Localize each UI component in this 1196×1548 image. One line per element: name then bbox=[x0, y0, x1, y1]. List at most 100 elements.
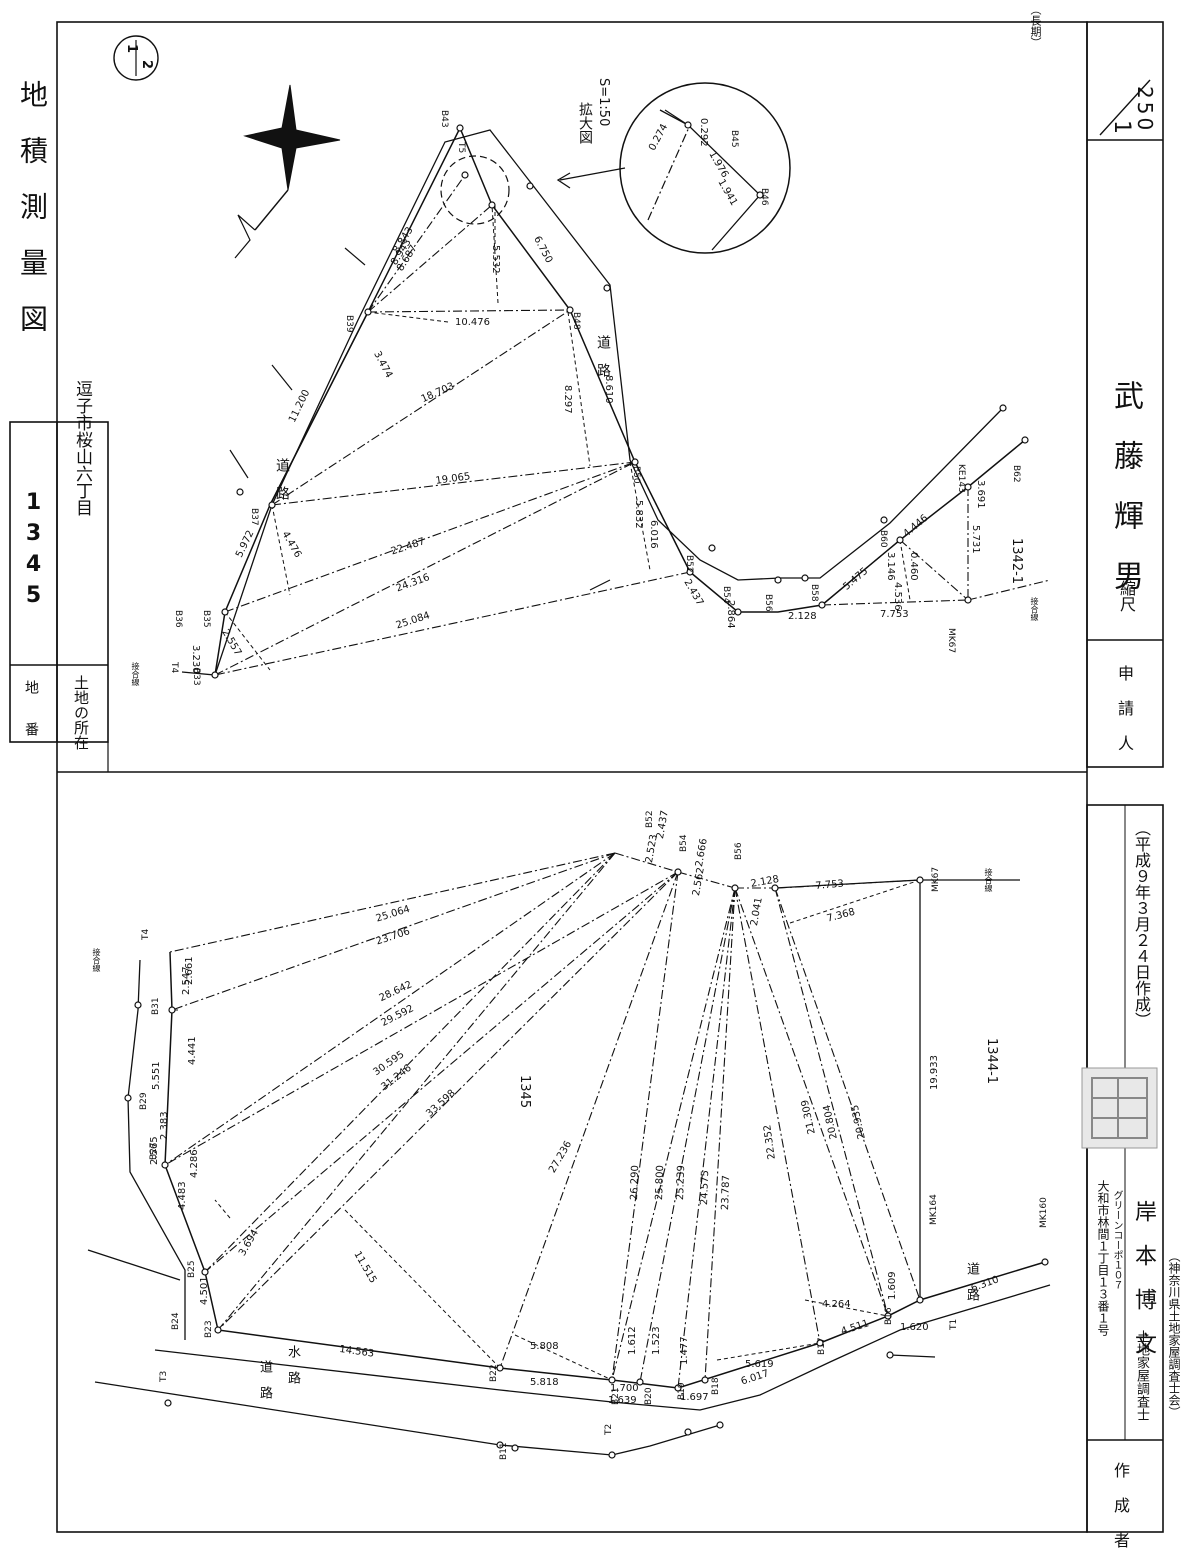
point-label: B54 bbox=[679, 834, 689, 852]
point-label: B39 bbox=[344, 315, 354, 333]
point-label: T2 bbox=[604, 1423, 614, 1435]
upper-plan bbox=[181, 82, 1051, 676]
title-strip bbox=[9, 421, 109, 743]
enlarge-label: 拡大図 bbox=[577, 102, 593, 144]
point-label: B43 bbox=[439, 110, 449, 128]
location-value: 逗子市桜山六丁目 bbox=[72, 380, 92, 516]
distance-label: 24.575 bbox=[699, 1169, 712, 1206]
note-top: （長期） bbox=[1029, 4, 1042, 48]
point-label: T4 bbox=[141, 928, 151, 940]
match-line-upper-left: 接合線 bbox=[131, 662, 140, 686]
point-label: B22 bbox=[489, 1364, 499, 1382]
distance-label: 4.483 bbox=[177, 1181, 188, 1210]
distance-label: 1.697 bbox=[680, 1392, 709, 1403]
lot-label: 地 番 bbox=[23, 680, 39, 736]
official-seal bbox=[1081, 1067, 1158, 1149]
author-label: 作 成 者 bbox=[1111, 1462, 1130, 1548]
distance-label: 2.565 bbox=[149, 1136, 160, 1165]
distance-label: 5.619 bbox=[745, 1359, 774, 1370]
sheet-badge bbox=[113, 35, 159, 81]
distance-label: 2.383 bbox=[159, 1111, 170, 1140]
author-address: 大和市林間１丁目１３番１号 bbox=[1096, 1180, 1110, 1336]
applicant-label: 申 請 人 bbox=[1115, 665, 1134, 751]
scale-label: 縮尺 bbox=[1117, 580, 1136, 612]
point-label: MK164 bbox=[929, 1194, 939, 1225]
point-label: B16 bbox=[884, 1307, 894, 1325]
distance-label: 6.016 bbox=[648, 520, 659, 549]
right-strip-top bbox=[1086, 21, 1164, 768]
distance-label: 23.787 bbox=[720, 1174, 733, 1211]
point-label: B11 bbox=[499, 1442, 509, 1460]
distance-label: 4.264 bbox=[822, 1299, 851, 1310]
outer-frame bbox=[56, 21, 1088, 1533]
point-label: B56 bbox=[763, 594, 773, 612]
distance-label: 1.612 bbox=[627, 1326, 638, 1355]
distance-label: 25.239 bbox=[675, 1164, 688, 1201]
distance-label: 1.639 bbox=[608, 1395, 637, 1406]
lot-number: 1345 bbox=[21, 490, 46, 614]
road-label-lower-a: 道 路 bbox=[257, 1360, 272, 1399]
distance-label: 1.620 bbox=[900, 1322, 929, 1333]
distance-label: 4.501 bbox=[199, 1276, 210, 1305]
point-label: B62 bbox=[1011, 465, 1021, 483]
point-label: B18 bbox=[711, 1377, 721, 1395]
point-label: B29 bbox=[139, 1092, 149, 1110]
point-label: B52 bbox=[645, 810, 655, 828]
distance-label: 1.477 bbox=[679, 1336, 690, 1365]
distance-label: 5.818 bbox=[530, 1377, 559, 1388]
point-label: B17 bbox=[817, 1337, 827, 1355]
distance-label: 19.933 bbox=[929, 1055, 940, 1090]
page-title: 地 積 測 量 図 bbox=[16, 80, 49, 332]
point-label: MK67 bbox=[946, 628, 956, 654]
point-label: B45 bbox=[729, 130, 739, 148]
road-label-lower-b: 水 路 bbox=[285, 1345, 300, 1384]
distance-label: 26.290 bbox=[629, 1164, 642, 1201]
distance-label: 3.691 bbox=[975, 480, 986, 509]
distance-label: 5.551 bbox=[151, 1061, 162, 1090]
distance-label: 1.700 bbox=[610, 1383, 639, 1394]
scale-denominator: 250 bbox=[1133, 86, 1157, 134]
author-building: グリーンコーポ１０７ bbox=[1111, 1190, 1122, 1290]
match-line-lower-right: 接合線 bbox=[984, 868, 993, 892]
point-label: B56 bbox=[734, 842, 744, 860]
match-line-lower-left: 接合線 bbox=[92, 948, 101, 972]
distance-label: 4.441 bbox=[187, 1036, 198, 1065]
scale-numerator: 1 bbox=[1109, 120, 1134, 134]
road-label-lower-c: 道 路 bbox=[964, 1262, 979, 1301]
distance-label: 1.523 bbox=[651, 1326, 662, 1355]
upper-boundary bbox=[214, 126, 1026, 676]
point-label: B37 bbox=[249, 508, 259, 526]
point-label: B25 bbox=[187, 1260, 197, 1278]
distance-label: 10.476 bbox=[455, 317, 490, 328]
applicant-name: 武 藤 輝 男 bbox=[1108, 380, 1143, 590]
point-label: T5 bbox=[456, 142, 466, 154]
lot-1344-label: 1344-1 bbox=[984, 1038, 999, 1085]
author-association: （神奈川県土地家屋調査士会） bbox=[1167, 1250, 1181, 1418]
distance-label: 2.128 bbox=[788, 611, 817, 622]
point-label: B35 bbox=[201, 610, 211, 628]
location-label: 土地の所在 bbox=[72, 675, 90, 750]
distance-label: 1.609 bbox=[887, 1271, 898, 1300]
point-label: B48 bbox=[571, 312, 581, 330]
point-label: T3 bbox=[159, 1370, 169, 1382]
point-label: B58 bbox=[809, 584, 819, 602]
point-label: KE143 bbox=[956, 464, 966, 493]
point-label: B52 bbox=[684, 555, 694, 573]
lot-1345-label: 1345 bbox=[517, 1075, 532, 1109]
distance-label: 3.230 bbox=[190, 645, 201, 674]
distance-label: 7.753 bbox=[880, 609, 909, 620]
distance-label: 8.297 bbox=[562, 385, 573, 414]
point-label: T4 bbox=[169, 662, 179, 674]
sheet-badge-num: 1 bbox=[124, 44, 139, 54]
point-label: B31 bbox=[151, 997, 161, 1015]
author-date: （平成９年３月２４日作成） bbox=[1132, 820, 1151, 1028]
distance-label: 25.800 bbox=[654, 1164, 667, 1201]
author-title: 土地家屋調査士 bbox=[1134, 1330, 1149, 1421]
lower-plan bbox=[87, 852, 1051, 1456]
road-label-upper-left: 道 路 bbox=[274, 458, 290, 500]
distance-label: 3.146 bbox=[885, 552, 896, 581]
point-label: B50 bbox=[631, 466, 641, 484]
distance-label: 4.286 bbox=[189, 1149, 200, 1178]
match-line-upper-right: 接合線 bbox=[1030, 597, 1039, 621]
